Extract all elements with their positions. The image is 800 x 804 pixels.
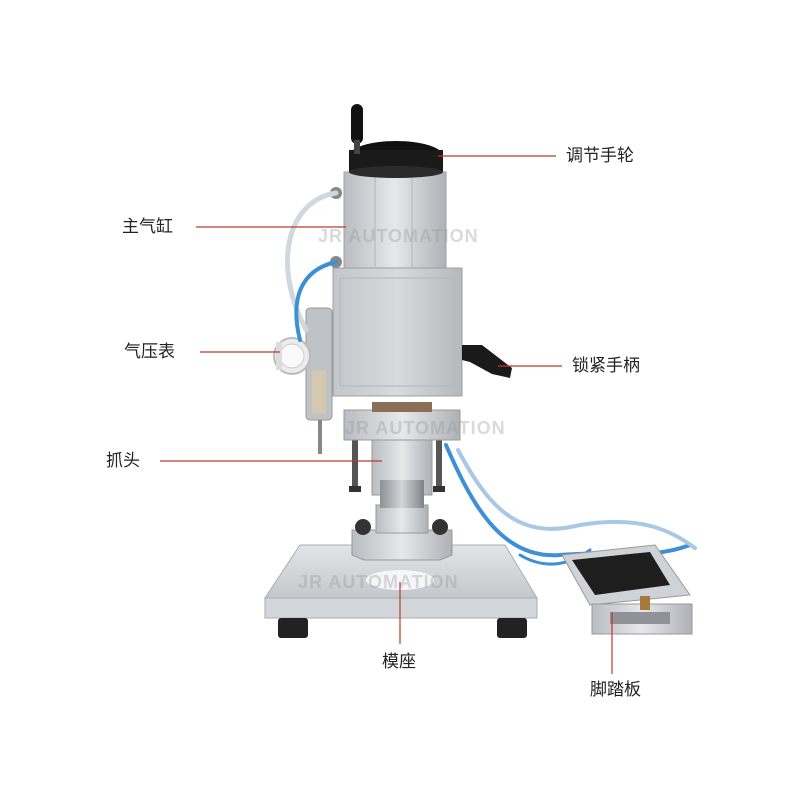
gripper-head-part	[343, 402, 461, 508]
leader-lines	[160, 155, 613, 674]
label-mold-base: 模座	[382, 652, 416, 672]
foot-pedal-part	[561, 544, 693, 635]
watermark: JR AUTOMATION	[345, 418, 506, 438]
pressure-gauge-part	[273, 307, 333, 454]
label-lock-handle: 锁紧手柄	[572, 356, 640, 376]
label-main-cylinder: 主气缸	[122, 217, 173, 237]
label-handwheel: 调节手轮	[566, 146, 634, 166]
lock-handle-part	[462, 345, 512, 378]
handwheel-part	[349, 104, 443, 178]
base-plate	[264, 544, 538, 638]
label-foot-pedal: 脚踏板	[590, 680, 641, 700]
label-pressure-gauge: 气压表	[124, 342, 175, 362]
label-gripper-head: 抓头	[106, 451, 140, 471]
main-body-block	[332, 267, 463, 397]
watermark: JR AUTOMATION	[298, 572, 459, 592]
watermark: JR AUTOMATION	[318, 226, 479, 246]
mold-base-part	[351, 504, 453, 561]
main-cylinder-part	[330, 171, 447, 269]
